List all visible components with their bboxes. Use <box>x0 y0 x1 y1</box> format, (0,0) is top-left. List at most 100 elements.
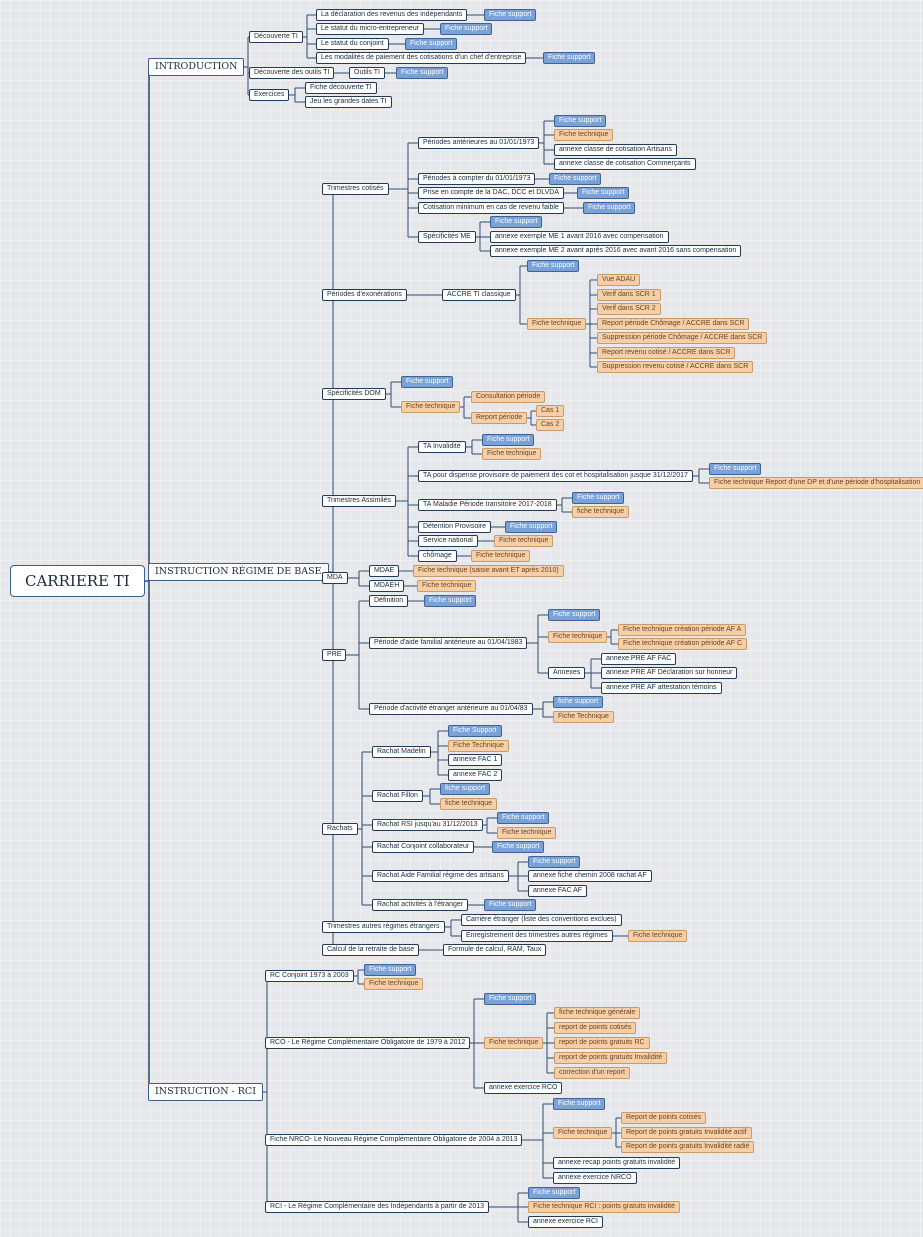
node-b2a1[interactable]: Fiche support <box>527 260 580 272</box>
node-b6b1[interactable]: Fiche support <box>548 609 601 621</box>
node-b4c1[interactable]: Fiche support <box>572 492 625 504</box>
node-r1[interactable]: RC Conjoint 1973 à 2003 <box>265 970 354 982</box>
node-b4a[interactable]: TA Invalidité <box>418 441 466 453</box>
node-b2a2d[interactable]: Report période Chômage / ACCRE dans SCR <box>597 318 750 330</box>
node-b3b[interactable]: Fiche technique <box>401 401 461 413</box>
node-b7b2[interactable]: fiche technique <box>440 798 498 810</box>
node-b7d1[interactable]: Fiche support <box>492 841 545 853</box>
node-i3b[interactable]: Jeu les grandes dates TI <box>305 96 392 108</box>
node-b1a3[interactable]: annexe classe de cotisation Artisans <box>554 144 677 156</box>
node-b6a[interactable]: Définition <box>369 595 409 607</box>
node-r3d[interactable]: annexe exercice NRCO <box>553 1172 637 1184</box>
node-b4e1[interactable]: Fiche technique <box>494 535 554 547</box>
node-b6b3[interactable]: Annexes <box>548 667 586 679</box>
node-b7f1[interactable]: Fiche support <box>484 899 537 911</box>
node-b3[interactable]: Spécificités DOM <box>322 388 386 400</box>
node-i1c1[interactable]: Fiche support <box>405 38 458 50</box>
node-b4b[interactable]: TA pour dispense provisoire de paiement … <box>418 470 693 482</box>
node-b1e[interactable]: Spécificités ME <box>418 231 476 243</box>
node-b1d1[interactable]: Fiche support <box>583 202 636 214</box>
node-r3[interactable]: Fiche NRCO- Le Nouveau Régime Complément… <box>265 1134 523 1146</box>
node-b2a2c[interactable]: Verif dans SCR 2 <box>597 303 661 315</box>
node-b1c[interactable]: Prise en compte de la DAC, DCC et DLVDA <box>418 187 565 199</box>
node-b7a1[interactable]: Fiche Support <box>448 725 502 737</box>
node-b1b1[interactable]: Fiche support <box>549 173 602 185</box>
node-b4d[interactable]: Détention Provisoire <box>418 521 492 533</box>
node-b2[interactable]: Périodes d'exonérations <box>322 289 407 301</box>
node-b7b[interactable]: Rachat Fillon <box>372 790 423 802</box>
node-i1c[interactable]: Le statut du conjoint <box>316 38 389 50</box>
node-b6b2a[interactable]: Fiche technique création période AF A <box>618 624 747 636</box>
node-b1e3[interactable]: annexe exemple ME 2 avant après 2016 ave… <box>490 245 742 257</box>
node-b5a1[interactable]: Fiche technique (saisie avant ET après 2… <box>413 565 564 577</box>
node-b4[interactable]: Trimestres Assimilés <box>322 495 396 507</box>
node-r2a[interactable]: Fiche support <box>484 993 537 1005</box>
node-b2a[interactable]: ACCRE TI classique <box>442 289 516 301</box>
node-b6b3a[interactable]: annexe PRE AF FAC <box>601 653 677 665</box>
node-b7e1[interactable]: Fiche support <box>528 856 581 868</box>
node-b7f[interactable]: Rachat activités à l'étranger <box>372 899 469 911</box>
node-r4a[interactable]: Fiche support <box>528 1187 581 1199</box>
node-b7c1[interactable]: Fiche support <box>497 812 550 824</box>
node-r4c[interactable]: annexe exercice RCI <box>528 1216 603 1228</box>
node-r2[interactable]: RCO - Le Régime Complémentaire Obligatoi… <box>265 1037 471 1049</box>
node-b7a2[interactable]: Fiche Technique <box>448 740 509 752</box>
node-b4a1[interactable]: Fiche support <box>482 434 535 446</box>
node-b4f[interactable]: chômage <box>418 550 457 562</box>
node-b1d[interactable]: Cotisation minimum en cas de revenu faib… <box>418 202 564 214</box>
node-b7e2[interactable]: annexe fiche chemin 2008 rachat AF <box>528 870 652 882</box>
node-b3b2a[interactable]: Cas 1 <box>536 405 565 417</box>
node-b6c[interactable]: Période d'activité étranger antérieure a… <box>369 703 533 715</box>
node-b7c2[interactable]: Fiche technique <box>497 827 557 839</box>
node-r4b[interactable]: Fiche technique RCI : points gratuits in… <box>528 1201 681 1213</box>
node-intro[interactable]: INTRODUCTION <box>148 58 245 76</box>
node-r2b4[interactable]: report de points gratuits Invalidité <box>554 1052 668 1064</box>
node-i1d1[interactable]: Fiche support <box>543 52 596 64</box>
node-b2a2f[interactable]: Report revenu cotisé / ACCRE dans SCR <box>597 347 736 359</box>
node-b2a2a[interactable]: Vue ADAU <box>597 274 641 286</box>
node-b5[interactable]: MDA <box>322 572 348 584</box>
node-b4f1[interactable]: Fiche technique <box>471 550 531 562</box>
node-b3a[interactable]: Fiche support <box>401 376 454 388</box>
node-r3b2[interactable]: Report de points gratuits Invalidité act… <box>621 1127 752 1139</box>
node-r3b3[interactable]: Report de points gratuits Invalidité rad… <box>621 1141 755 1153</box>
node-i3[interactable]: Exercices <box>249 89 290 101</box>
node-r4[interactable]: RCI - Le Régime Complémentaire des Indép… <box>265 1201 490 1213</box>
node-r3b1[interactable]: Report de points cotisés <box>621 1112 707 1124</box>
node-b1e1[interactable]: Fiche support <box>490 216 543 228</box>
node-b2a2g[interactable]: Suppression revenu cotisé / ACCRE dans S… <box>597 361 754 373</box>
node-b4b2[interactable]: Fiche technique Report d'une DP et d'une… <box>709 477 923 489</box>
node-b1a[interactable]: Périodes antérieures au 01/01/1973 <box>418 137 540 149</box>
node-b1e2[interactable]: annexe exemple ME 1 avant 2016 avec comp… <box>490 231 669 243</box>
node-i1b[interactable]: Le statut du micro-entrepreneur <box>316 23 425 35</box>
node-b7a3[interactable]: annexe FAC 1 <box>448 754 503 766</box>
node-b2a2e[interactable]: Suppression période Chômage / ACCRE dans… <box>597 332 768 344</box>
node-b1[interactable]: Trimestres cotisés <box>322 183 389 195</box>
node-i1b1[interactable]: Fiche support <box>440 23 493 35</box>
node-b6b3b[interactable]: annexe PRE AF Déclaration sur honneur <box>601 667 738 679</box>
node-b4a2[interactable]: Fiche technique <box>482 448 542 460</box>
node-b3b2[interactable]: Report période <box>471 412 528 424</box>
node-r2b3[interactable]: report de points gratuits RC <box>554 1037 650 1049</box>
node-b6b3c[interactable]: annexe PRE AF attestation témoins <box>601 682 722 694</box>
node-r1b[interactable]: Fiche technique <box>364 978 424 990</box>
node-b6c2[interactable]: Fiche Technique <box>553 711 614 723</box>
node-b9[interactable]: Calcul de la retraite de base <box>322 944 420 956</box>
node-i1a1[interactable]: Fiche support <box>484 9 537 21</box>
node-i2a1[interactable]: Fiche support <box>396 67 449 79</box>
node-b4c[interactable]: TA Maladie Période transitoire 2017-2018 <box>418 499 557 511</box>
node-b6b2[interactable]: Fiche technique <box>548 631 608 643</box>
node-b4e[interactable]: Service national <box>418 535 478 547</box>
node-b7a[interactable]: Rachat Madelin <box>372 746 431 758</box>
node-r2b2[interactable]: report de points cotisés <box>554 1022 637 1034</box>
node-rci[interactable]: INSTRUCTION - RCI <box>148 1083 263 1101</box>
node-r2b[interactable]: Fiche technique <box>484 1037 544 1049</box>
node-root[interactable]: CARRIERE TI <box>10 565 145 597</box>
node-b4d1[interactable]: Fiche support <box>505 521 558 533</box>
node-i2[interactable]: Découverte des outils TI <box>249 67 335 79</box>
node-i3a[interactable]: Fiche découverte TI <box>305 82 377 94</box>
node-b8b[interactable]: Enregistrement des trimestres autres rég… <box>461 930 613 942</box>
node-i2a[interactable]: Outils TI <box>349 67 385 79</box>
node-b1c1[interactable]: Fiche support <box>577 187 630 199</box>
node-b8b1[interactable]: Fiche technique <box>628 930 688 942</box>
